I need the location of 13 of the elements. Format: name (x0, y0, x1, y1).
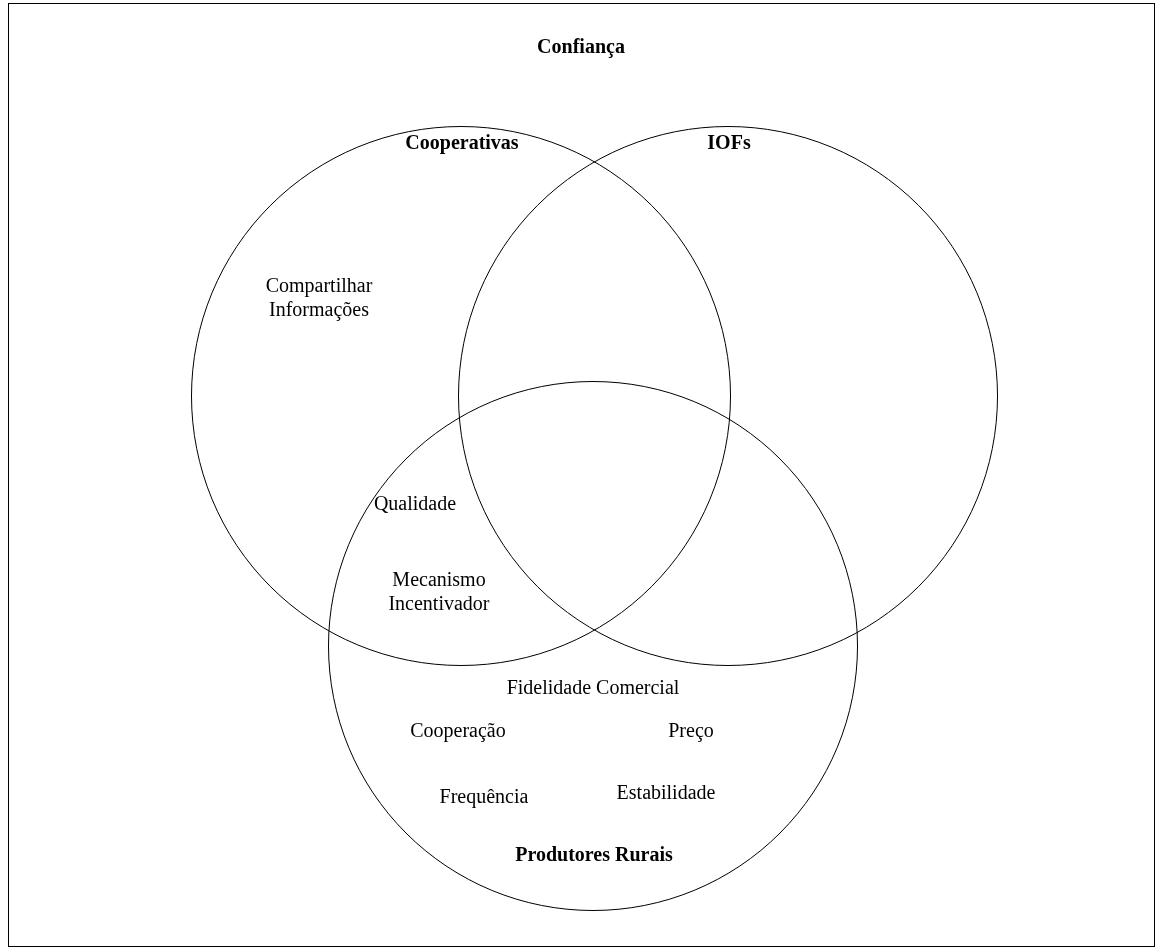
region-label: Mecanismo Incentivador (387, 567, 491, 615)
region-label: Frequência (439, 784, 529, 808)
frame-heading: Confiança (537, 34, 625, 58)
region-label: Fidelidade Comercial (506, 675, 680, 699)
region-label: Estabilidade (616, 780, 716, 804)
region-label: Preço (668, 718, 714, 742)
set-heading: Cooperativas (405, 130, 519, 154)
frame-border (8, 3, 1155, 947)
region-label: Cooperação (410, 718, 506, 742)
region-label: Compartilhar Informações (264, 273, 374, 321)
set-heading: Produtores Rurais (515, 842, 673, 866)
region-label: Qualidade (373, 491, 457, 515)
set-heading: IOFs (707, 130, 751, 154)
